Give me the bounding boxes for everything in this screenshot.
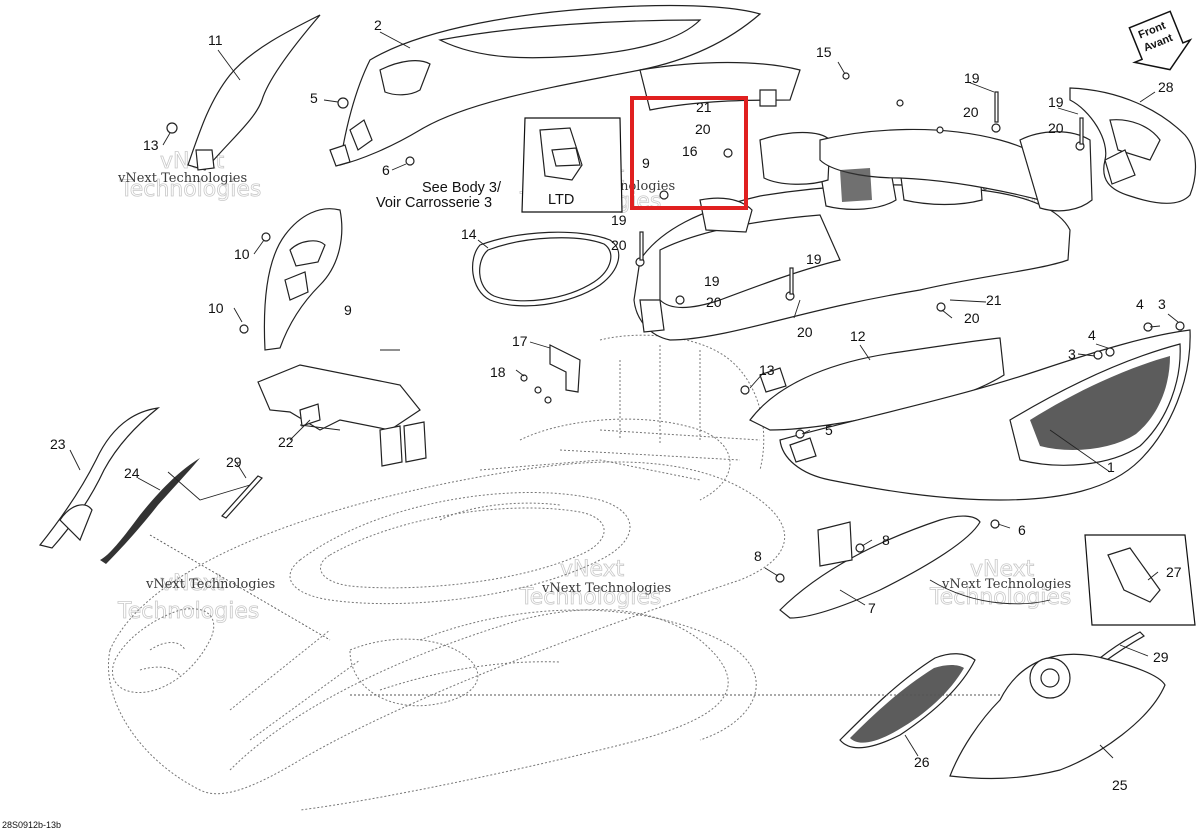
callout-8: 8 [882, 532, 890, 548]
part-11 [187, 14, 321, 171]
callout-labels: 1 2 3 3 4 4 5 5 6 6 7 8 8 9 9 10 10 11 1… [50, 17, 1182, 793]
part-25 [949, 653, 1166, 780]
watermark-line2: Technologies [929, 585, 1071, 610]
callout-29: 29 [1153, 649, 1169, 665]
ltd-inset [521, 117, 623, 213]
part-22-plate [257, 364, 427, 467]
callout-5: 5 [310, 90, 318, 106]
watermark-text: vNext Technologies [941, 577, 1071, 592]
part-26 [839, 653, 976, 749]
diagram-code: 28S0912b-13b [2, 820, 61, 830]
callout-19: 19 [704, 273, 720, 289]
ltd-label: LTD [548, 192, 574, 208]
callout-2: 2 [374, 17, 382, 33]
callout-20: 20 [611, 237, 627, 253]
see-body-note-line1: See Body 3/ [422, 180, 502, 196]
callout-7: 7 [868, 600, 876, 616]
callout-3: 3 [1158, 296, 1166, 312]
watermark-line1: vNext [970, 557, 1035, 582]
callout-6: 6 [382, 162, 390, 178]
callout-19: 19 [964, 70, 980, 86]
part-29-left [221, 475, 263, 519]
callout-20: 20 [706, 294, 722, 310]
hardware-items [166, 72, 1185, 583]
part-7 [779, 515, 981, 619]
callout-19: 19 [611, 212, 627, 228]
callout-9: 9 [344, 302, 352, 318]
watermark-line1: vNext [160, 571, 225, 596]
callout-17: 17 [512, 333, 528, 349]
front-avant-badge: Front Avant [1128, 10, 1193, 71]
callout-19: 19 [806, 251, 822, 267]
highlight-box [630, 96, 748, 210]
callout-25: 25 [1112, 777, 1128, 793]
callout-28: 28 [1158, 79, 1174, 95]
callout-29: 29 [226, 454, 242, 470]
watermark-line1: vNext [560, 557, 625, 582]
callout-20: 20 [695, 121, 711, 137]
callout-13: 13 [143, 137, 159, 153]
part-28 [1069, 87, 1197, 204]
callout-10: 10 [208, 300, 224, 316]
callout-20: 20 [797, 324, 813, 340]
callout-15: 15 [816, 44, 832, 60]
callout-21: 21 [986, 292, 1002, 308]
part-14-gasket [472, 231, 620, 307]
hull-outline [108, 334, 786, 811]
watermark-line2: Technologies [117, 599, 259, 624]
watermark-text: vNext Technologies [541, 581, 671, 596]
watermark-text: vNext Technologies [117, 171, 247, 186]
callout-4: 4 [1088, 327, 1096, 343]
callout-14: 14 [461, 226, 477, 242]
callout-18: 18 [490, 364, 506, 380]
part-27-inset [1084, 534, 1196, 626]
see-body-note-line2: Voir Carrosserie 3 [376, 195, 492, 211]
part-central-tub [633, 128, 1093, 341]
part-24 [100, 458, 200, 564]
callout-12: 12 [850, 328, 866, 344]
callout-1: 1 [1107, 459, 1115, 475]
part-29-right [1099, 631, 1145, 663]
callout-13: 13 [759, 362, 775, 378]
callout-9: 9 [642, 155, 650, 171]
callout-6: 6 [1018, 522, 1026, 538]
callout-20: 20 [963, 104, 979, 120]
watermark-line2: Technologies [119, 177, 261, 202]
callout-16: 16 [682, 143, 698, 159]
callout-8: 8 [754, 548, 762, 564]
callout-27: 27 [1166, 564, 1182, 580]
part-23 [38, 407, 161, 549]
watermark-text: vNext Technologies [145, 577, 275, 592]
callout-22: 22 [278, 434, 294, 450]
callout-20: 20 [1048, 120, 1064, 136]
part-9-left-panel [263, 208, 343, 351]
watermark-line2: Technologies [519, 585, 661, 610]
callout-20: 20 [964, 310, 980, 326]
callout-21: 21 [696, 99, 712, 115]
callout-3: 3 [1068, 346, 1076, 362]
part-17-bracket [549, 344, 581, 393]
callout-5: 5 [825, 422, 833, 438]
callout-10: 10 [234, 246, 250, 262]
part-1-front-grille [779, 329, 1191, 501]
callout-24: 24 [124, 465, 140, 481]
callout-23: 23 [50, 436, 66, 452]
callout-19: 19 [1048, 94, 1064, 110]
callout-11: 11 [208, 32, 223, 48]
callout-26: 26 [914, 754, 930, 770]
callout-4: 4 [1136, 296, 1144, 312]
leader-lines [69, 31, 1179, 759]
